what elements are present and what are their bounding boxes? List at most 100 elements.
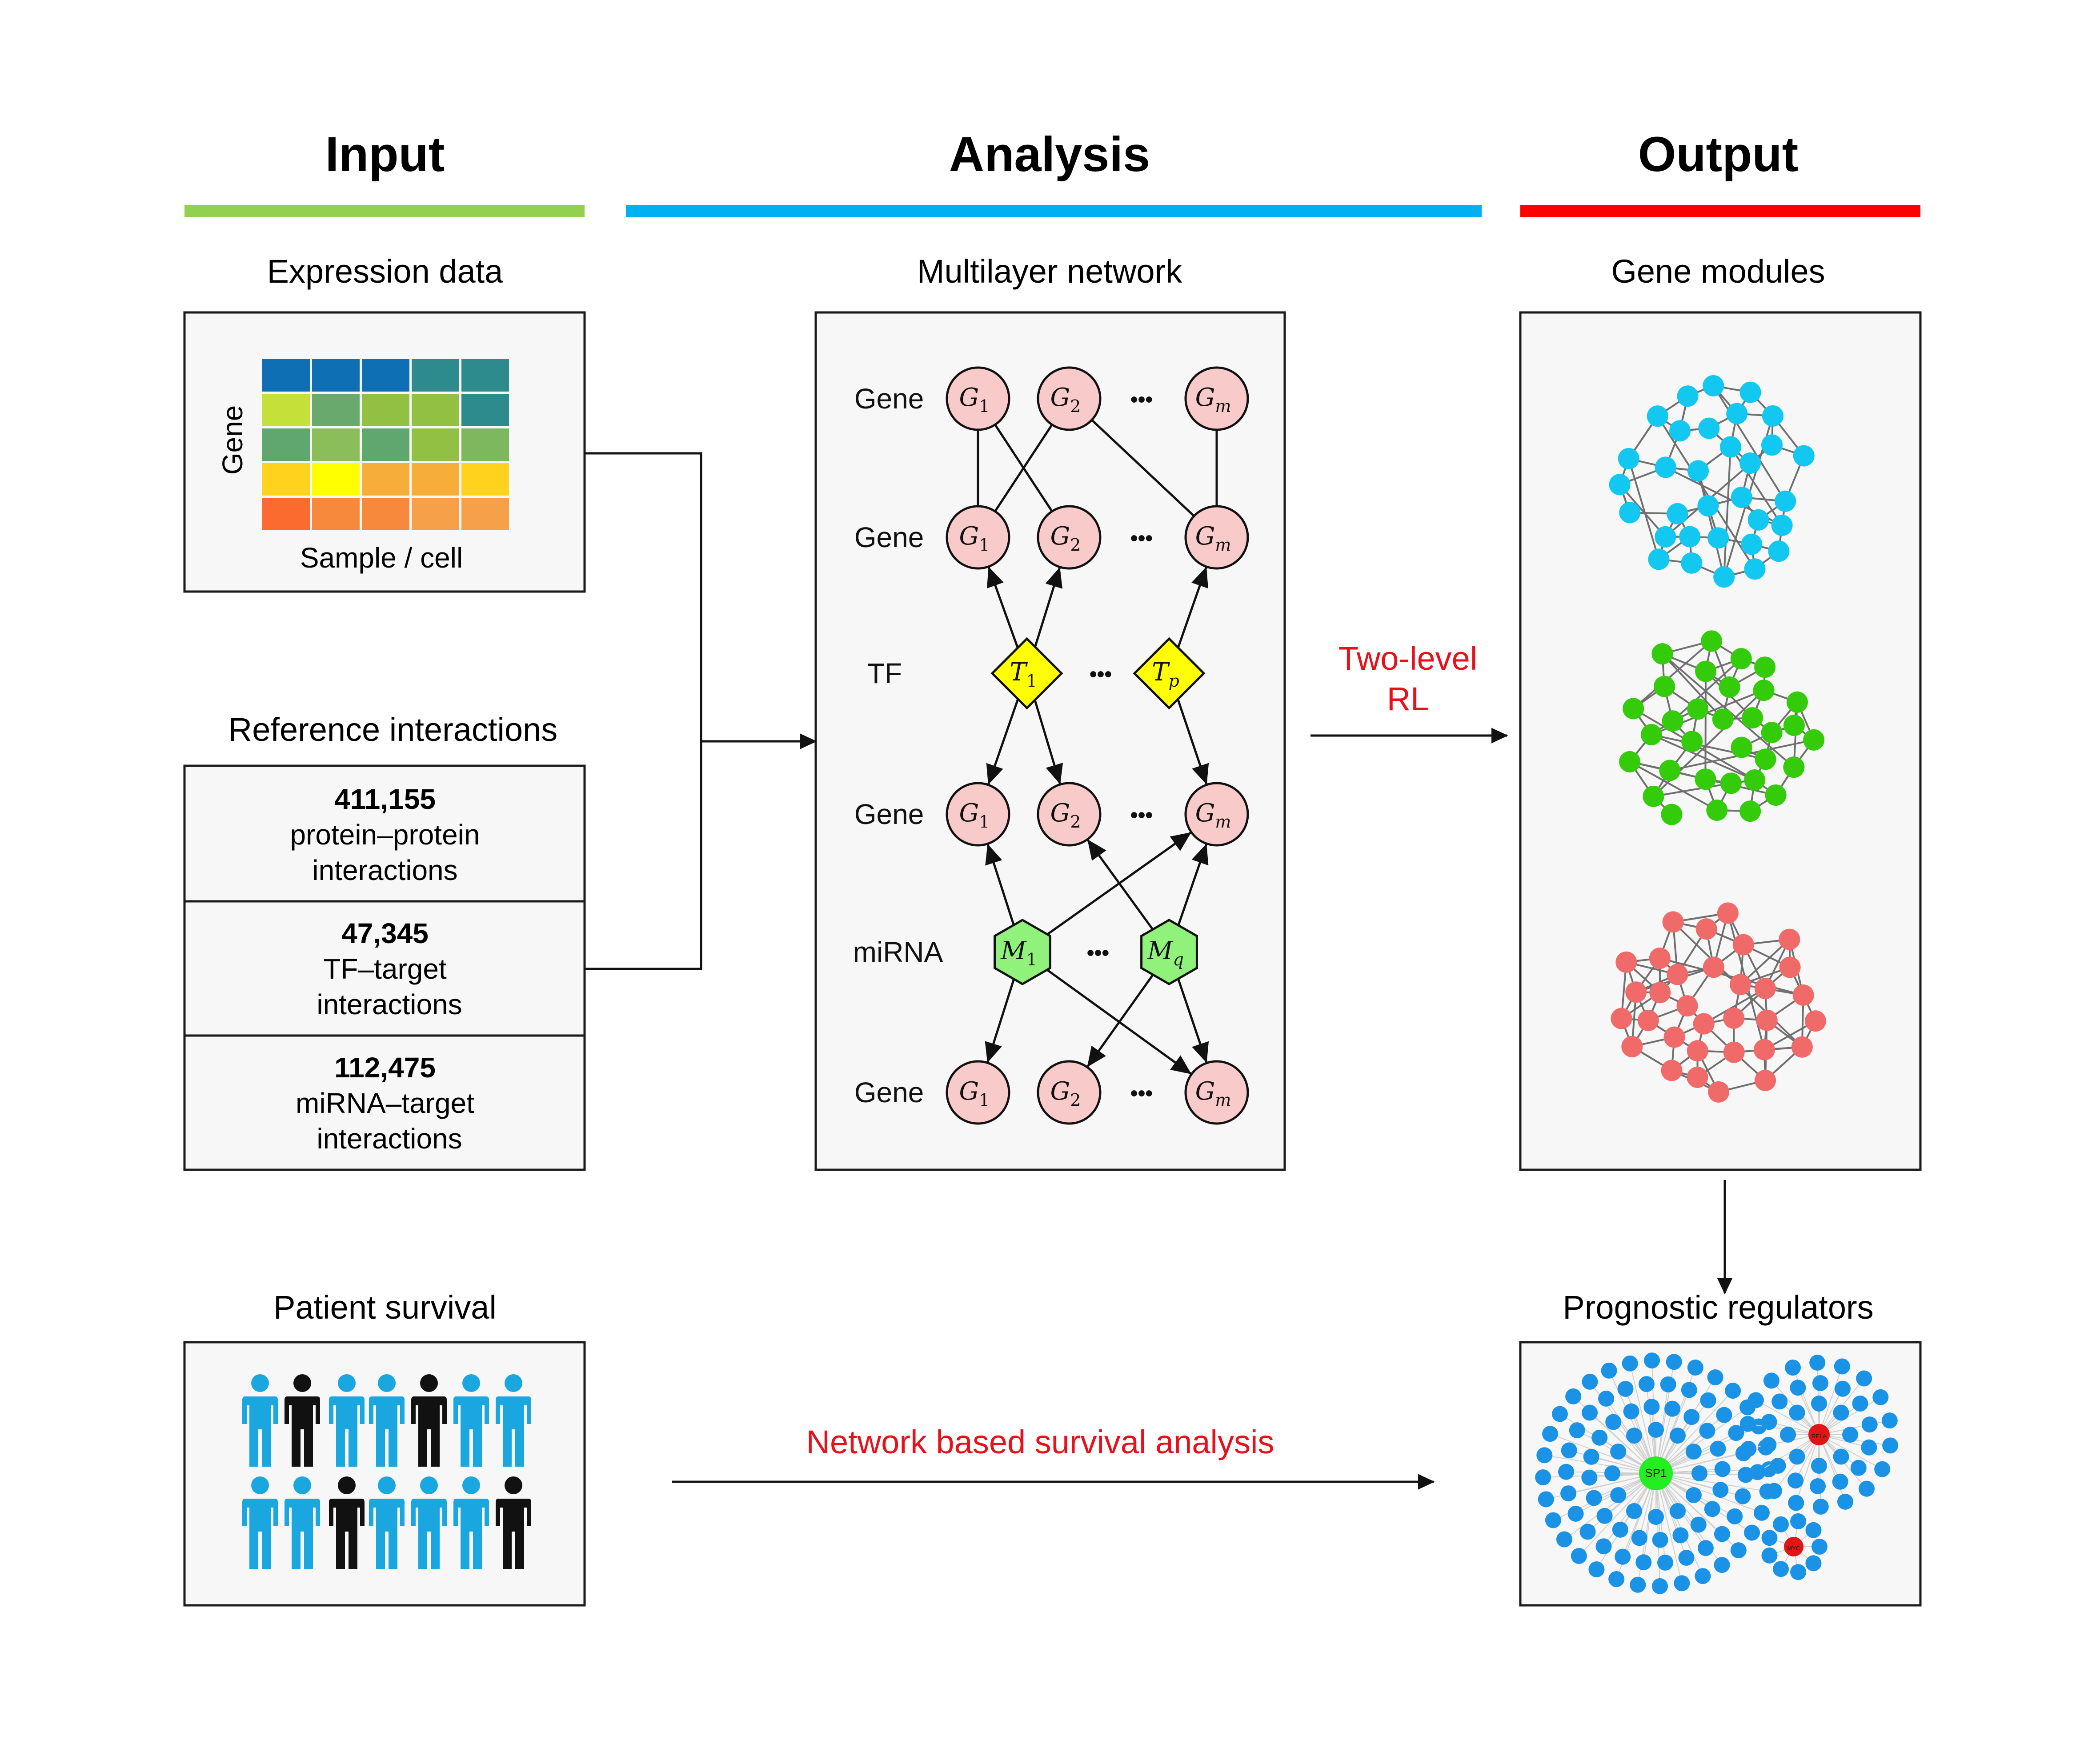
target-node (1586, 1490, 1602, 1506)
heatmap-cell (312, 359, 360, 392)
module-node (1783, 756, 1804, 778)
heatmap-cell (412, 463, 459, 496)
gene-node: Gm (1186, 1061, 1248, 1124)
module-node (1741, 534, 1762, 555)
analysis-header: Analysis (949, 127, 1150, 182)
target-node (1660, 1376, 1676, 1392)
target-node (1731, 1542, 1747, 1558)
gene-node: G1 (947, 368, 1009, 430)
target-node (1859, 1481, 1875, 1497)
module-node (1618, 448, 1639, 469)
module-node (1669, 420, 1691, 441)
target-node (1595, 1538, 1611, 1554)
target-node (1597, 1508, 1613, 1524)
module-node (1695, 768, 1716, 790)
layer-label: Gene (854, 1076, 924, 1108)
target-node (1771, 1393, 1787, 1409)
heatmap-cell (461, 463, 509, 496)
module-node (1664, 1027, 1685, 1048)
target-node (1773, 1516, 1789, 1532)
module-node (1775, 491, 1796, 512)
module-node (1712, 708, 1734, 730)
gene-node: G1 (947, 1061, 1009, 1124)
target-node (1626, 1428, 1642, 1444)
output-header-bar (1520, 205, 1920, 217)
module-node (1787, 692, 1808, 713)
gene-node: Gm (1186, 506, 1248, 568)
target-node (1591, 1430, 1607, 1446)
target-node (1812, 1375, 1828, 1391)
module-node (1720, 772, 1742, 794)
target-node (1545, 1512, 1561, 1528)
target-node (1623, 1404, 1639, 1420)
hub-label: MYC (1787, 1545, 1800, 1552)
module-node (1754, 656, 1775, 678)
module-node (1783, 715, 1805, 736)
module-node (1609, 474, 1631, 495)
module-node (1655, 456, 1676, 478)
module-node (1744, 558, 1766, 580)
target-node (1657, 1555, 1673, 1571)
target-node (1686, 1487, 1702, 1503)
module-node (1667, 964, 1688, 985)
target-node (1761, 1548, 1777, 1564)
target-node (1652, 1578, 1668, 1594)
module-node (1723, 1042, 1745, 1063)
target-node (1788, 1495, 1804, 1511)
target-node (1780, 1427, 1796, 1443)
target-node (1761, 1414, 1777, 1430)
target-node (1740, 1416, 1756, 1432)
target-node (1561, 1442, 1577, 1458)
target-node (1674, 1575, 1690, 1591)
module-node (1740, 382, 1761, 403)
hub-label: SP1 (1645, 1466, 1667, 1480)
heatmap-sample-axis-label: Sample / cell (300, 542, 463, 574)
module-edge (1705, 672, 1706, 780)
module-node (1703, 956, 1724, 978)
heatmap-cell (362, 428, 409, 461)
target-node (1716, 1407, 1732, 1423)
target-node (1648, 1422, 1664, 1438)
layer-label: Gene (854, 521, 924, 553)
heatmap-cell (412, 359, 459, 392)
module-node (1771, 515, 1793, 536)
heatmap-cell (461, 359, 509, 392)
target-node (1773, 1561, 1789, 1577)
module-node (1779, 929, 1800, 950)
target-node (1882, 1412, 1898, 1428)
module-node (1779, 956, 1801, 978)
module-node (1768, 540, 1789, 562)
target-node (1727, 1508, 1743, 1524)
module-node (1753, 680, 1775, 701)
module-node (1723, 1008, 1744, 1029)
target-node (1618, 1381, 1634, 1397)
target-node (1681, 1382, 1697, 1398)
target-node (1763, 1372, 1779, 1388)
person-head (251, 1476, 269, 1494)
module-node (1687, 460, 1709, 481)
target-node (1583, 1449, 1599, 1465)
module-node (1761, 722, 1783, 743)
ellipsis: ••• (1090, 663, 1112, 686)
input-header: Input (325, 127, 445, 182)
target-node (1811, 1539, 1827, 1555)
module-node (1677, 385, 1699, 407)
target-node (1811, 1396, 1827, 1412)
target-node (1626, 1503, 1642, 1519)
tf-count: 47,345 (341, 917, 429, 949)
two-level-rl-flow: Two-level RL (1310, 640, 1507, 736)
prognostic-regulators-title: Prognostic regulators (1563, 1289, 1873, 1326)
target-node (1666, 1354, 1682, 1370)
module-node (1696, 918, 1717, 940)
module-node (1649, 982, 1671, 1003)
person-head (420, 1476, 438, 1494)
module-node (1661, 1060, 1683, 1081)
target-node (1605, 1414, 1621, 1430)
module-node (1731, 737, 1752, 758)
target-node (1604, 1465, 1620, 1481)
target-node (1785, 1360, 1801, 1376)
layer-label: Gene (854, 383, 924, 415)
module-node (1667, 503, 1688, 524)
module-node (1791, 1036, 1813, 1058)
